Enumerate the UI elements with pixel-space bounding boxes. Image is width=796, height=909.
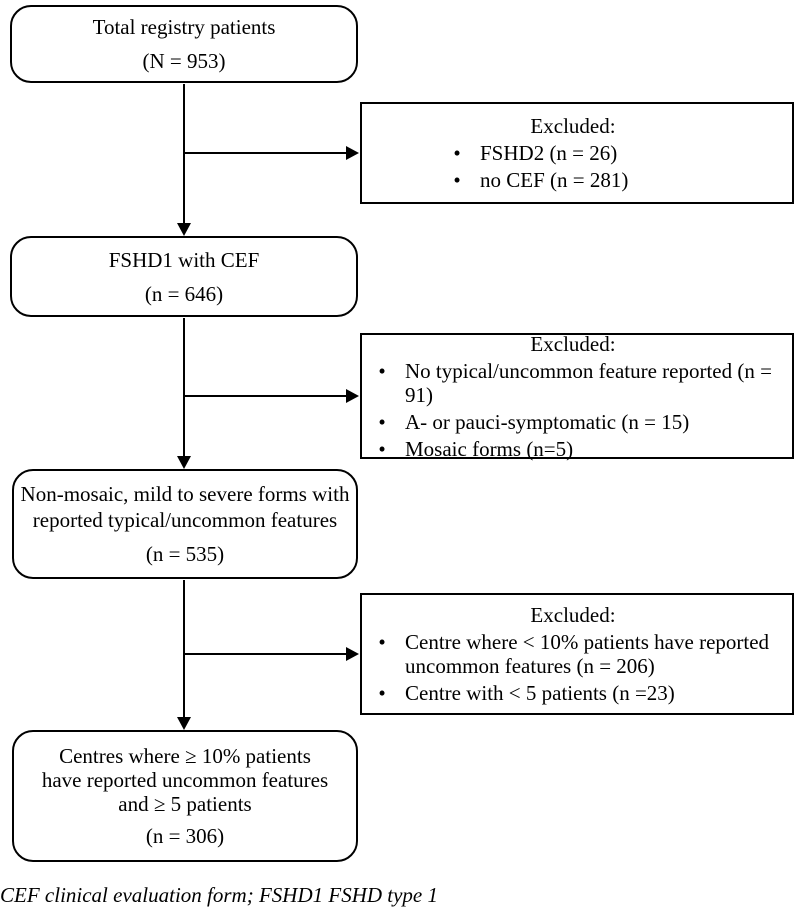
arrow-right-icon [346,647,359,661]
box-text-line: and ≥ 5 patients [118,792,252,816]
excluded-item-text: FSHD2 (n = 26) [480,141,618,165]
box-text-line: Centres where ≥ 10% patients [59,744,311,768]
bullet-icon: • [378,358,386,383]
excluded-box-3: Excluded: • Centre where < 10% patients … [360,593,794,715]
box-count: (n = 535) [145,542,225,566]
flow-box-fshd1-cef: FSHD1 with CEF (n = 646) [10,236,358,317]
bullet-icon: • [378,436,386,461]
bullet-icon: • [378,409,386,434]
box-text-line: Non-mosaic, mild to severe forms with [20,482,350,506]
flow-box-total-registry: Total registry patients (N = 953) [10,5,358,83]
excluded-item: • Mosaic forms (n=5) [375,437,784,461]
flow-box-nonmosaic: Non-mosaic, mild to severe forms with re… [12,469,358,579]
excluded-item: • Centre with < 5 patients (n =23) [375,681,784,705]
excluded-box-1: Excluded: • FSHD2 (n = 26) • no CEF (n =… [360,102,794,204]
bullet-icon: • [378,681,386,705]
excluded-title: Excluded: [530,603,616,627]
excluded-item-text: Mosaic forms (n=5) [405,436,574,461]
excluded-item-text: no CEF (n = 281) [480,168,629,192]
excluded-item-text: Centre with < 5 patients (n =23) [405,681,675,705]
excluded-item-text: No typical/uncommon feature reported (n … [405,358,772,407]
excluded-item: • A- or pauci-symptomatic (n = 15) [375,410,784,434]
excluded-item-text: A- or pauci-symptomatic (n = 15) [405,409,690,434]
box-count: (n = 306) [145,824,225,848]
arrow-down-icon [177,456,191,469]
figure-footnote: CEF clinical evaluation form; FSHD1 FSHD… [0,883,438,907]
excluded-title: Excluded: [530,331,616,356]
bullet-icon: • [453,141,461,165]
box-text-line: reported typical/uncommon features [32,508,338,532]
box-text-line: have reported uncommon features [41,768,329,792]
box-count: (N = 953) [142,49,226,73]
excluded-item-text: Centre where < 10% patients have reporte… [405,630,770,678]
excluded-item: • FSHD2 (n = 26) [450,141,784,165]
box-count: (n = 646) [144,281,224,306]
excluded-item: • Centre where < 10% patients have repor… [375,630,784,678]
excluded-item: • No typical/uncommon feature reported (… [375,359,784,407]
bullet-icon: • [378,630,386,654]
box-text-line: FSHD1 with CEF [108,247,260,272]
excluded-title: Excluded: [530,114,616,138]
arrow-right-icon [346,146,359,160]
flow-box-centres: Centres where ≥ 10% patients have report… [12,730,358,862]
box-text-line: Total registry patients [92,15,276,39]
excluded-box-2: Excluded: • No typical/uncommon feature … [360,331,794,461]
arrow-down-icon [177,223,191,236]
arrow-right-icon [346,389,359,403]
arrow-down-icon [177,717,191,730]
excluded-item: • no CEF (n = 281) [450,168,784,192]
bullet-icon: • [453,168,461,192]
